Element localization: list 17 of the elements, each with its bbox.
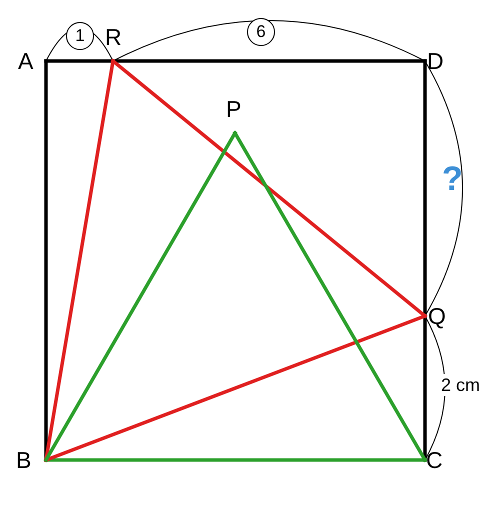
point-label: P	[226, 96, 242, 122]
line-segment	[44, 59, 115, 462]
point-label: D	[427, 48, 444, 74]
line-segment	[44, 458, 427, 462]
point-label: Q	[428, 303, 446, 329]
dimension-label: 2 cm	[440, 374, 482, 396]
line-segment	[44, 314, 427, 462]
line-segment	[44, 131, 237, 462]
point-label: R	[105, 24, 122, 50]
line-segment	[111, 59, 427, 318]
line-segment	[233, 131, 427, 462]
point-label: C	[426, 447, 443, 473]
circled-number: 6	[247, 18, 275, 46]
circled-number: 1	[66, 22, 94, 50]
point-label: A	[18, 48, 34, 74]
question-mark: ?	[442, 160, 463, 198]
point-label: B	[16, 447, 32, 473]
